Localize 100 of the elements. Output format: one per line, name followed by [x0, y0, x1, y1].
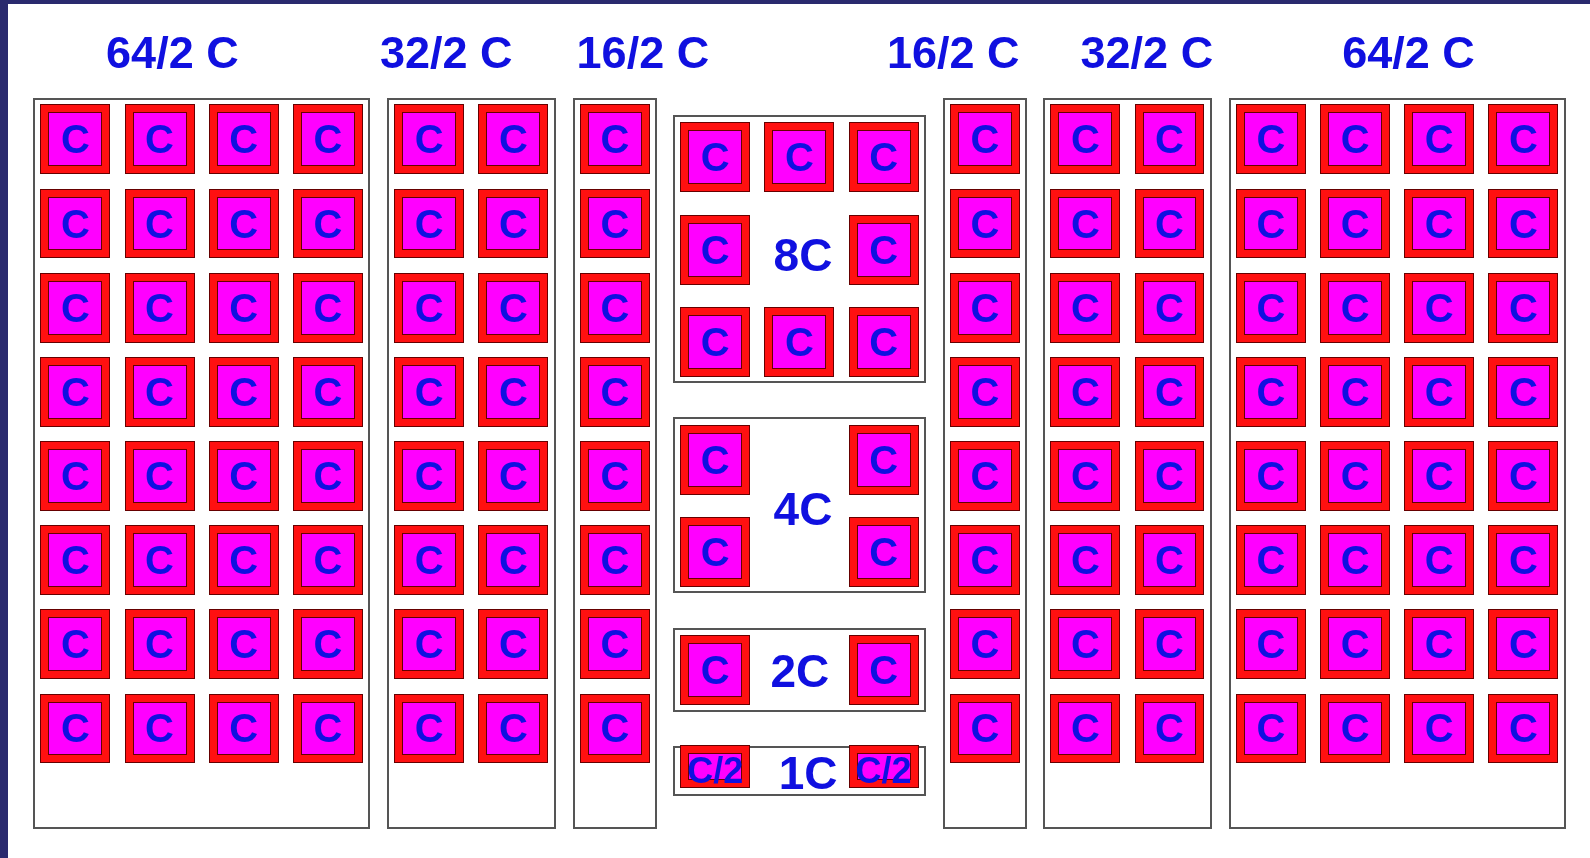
capacitor-cell: C [209, 694, 278, 763]
capacitor-cell: C [41, 189, 110, 258]
capacitor-cell: C [1236, 189, 1305, 258]
array-block [1043, 98, 1212, 830]
capacitor-cell: C [1405, 442, 1474, 510]
capacitor-cell: C [479, 442, 548, 510]
capacitor-cell: C [293, 273, 362, 342]
capacitor-cell: C [209, 357, 278, 426]
capacitor-cell: C [125, 442, 194, 510]
capacitor-cell: C [1489, 189, 1558, 258]
capacitor-cell: C [1236, 357, 1305, 426]
capacitor-cell: C [580, 526, 649, 595]
capacitor-cell: C [479, 694, 548, 763]
capacitor-cell: C [849, 308, 918, 377]
capacitor-cell: C [41, 610, 110, 679]
capacitor-cell: C [1321, 357, 1390, 426]
capacitor-cell: C [125, 357, 194, 426]
capacitor-cell: C [1489, 357, 1558, 426]
block-label: 1C [778, 749, 838, 796]
capacitor-cell: C [209, 610, 278, 679]
capacitor-cell: C [580, 273, 649, 342]
capacitor-cell: C [580, 442, 649, 510]
capacitor-cell: C [293, 357, 362, 426]
capacitor-cell: C [479, 357, 548, 426]
array-block [387, 98, 556, 830]
capacitor-cell: C [1489, 273, 1558, 342]
capacitor-cell: C [1135, 105, 1204, 174]
capacitor-cell: C [1135, 357, 1204, 426]
capacitor-cell: C [1321, 273, 1390, 342]
block-heading: 32/2 C [1080, 30, 1214, 76]
capacitor-cell: C [849, 425, 918, 494]
block-heading: 64/2 C [106, 30, 239, 76]
capacitor-cell: C [951, 357, 1019, 426]
capacitor-cell: C [1405, 357, 1474, 426]
capacitor-cell: C [293, 694, 362, 763]
block-label: 8C [773, 232, 833, 279]
capacitor-cell: C [1489, 610, 1558, 679]
capacitor-cell: C [1321, 526, 1390, 595]
capacitor-cell: C [1051, 357, 1120, 426]
capacitor-cell: C [1405, 189, 1474, 258]
capacitor-cell: C [849, 215, 918, 284]
capacitor-cell: C [1135, 189, 1204, 258]
capacitor-cell: C [681, 308, 750, 377]
capacitor-cell: C [395, 526, 464, 595]
capacitor-cell: C [125, 105, 194, 174]
capacitor-cell: C [1051, 189, 1120, 258]
capacitor-cell: C [41, 273, 110, 342]
capacitor-cell: C [479, 273, 548, 342]
capacitor-cell: C [1051, 526, 1120, 595]
capacitor-cell: C [395, 273, 464, 342]
capacitor-cell: C [1321, 189, 1390, 258]
capacitor-cell: C [1489, 694, 1558, 763]
capacitor-cell: C [580, 357, 649, 426]
capacitor-cell: C [580, 105, 649, 174]
array-block [1228, 98, 1566, 830]
capacitor-cell: C [1051, 442, 1120, 510]
capacitor-cell: C [209, 105, 278, 174]
capacitor-cell: C [951, 442, 1019, 510]
capacitor-cell: C [209, 442, 278, 510]
capacitor-cell: C [395, 357, 464, 426]
capacitor-cell: C [1321, 442, 1390, 510]
capacitor-cell: C [1135, 526, 1204, 595]
capacitor-cell: C [849, 122, 918, 191]
capacitor-cell: C [1321, 105, 1390, 174]
array-block [572, 98, 657, 830]
capacitor-cell: C [1405, 610, 1474, 679]
capacitor-cell: C [765, 308, 834, 377]
capacitor-cell: C [681, 122, 750, 191]
array-block [942, 98, 1028, 830]
capacitor-cell: C [1489, 105, 1558, 174]
capacitor-cell: C [580, 694, 649, 763]
array-block [673, 627, 926, 712]
capacitor-cell: C [1236, 694, 1305, 763]
capacitor-cell: C [1135, 610, 1204, 679]
capacitor-cell: C [1236, 610, 1305, 679]
capacitor-cell: C [951, 526, 1019, 595]
capacitor-cell: C [293, 610, 362, 679]
capacitor-cell: C [395, 442, 464, 510]
capacitor-cell: C [1405, 105, 1474, 174]
capacitor-cell: C [41, 357, 110, 426]
capacitor-cell: C [1051, 105, 1120, 174]
capacitor-cell: C [125, 189, 194, 258]
capacitor-cell: C [1135, 442, 1204, 510]
capacitor-cell: C [580, 189, 649, 258]
block-label: 2C [770, 648, 830, 695]
capacitor-cell: C [395, 105, 464, 174]
capacitor-cell: C [951, 105, 1019, 174]
capacitor-cell: C [293, 442, 362, 510]
capacitor-cell: C [765, 122, 834, 191]
capacitor-cell: C [580, 610, 649, 679]
capacitor-cell: C [293, 105, 362, 174]
block-heading: 32/2 C [379, 30, 513, 76]
capacitor-cell: C [1236, 442, 1305, 510]
capacitor-cell: C [479, 105, 548, 174]
capacitor-cell: C [681, 215, 750, 284]
capacitor-cell: C [1236, 526, 1305, 595]
block-heading: 16/2 C [576, 30, 710, 76]
array-block [673, 114, 926, 384]
capacitor-cell: C [1051, 273, 1120, 342]
capacitor-cell: C [1135, 694, 1204, 763]
